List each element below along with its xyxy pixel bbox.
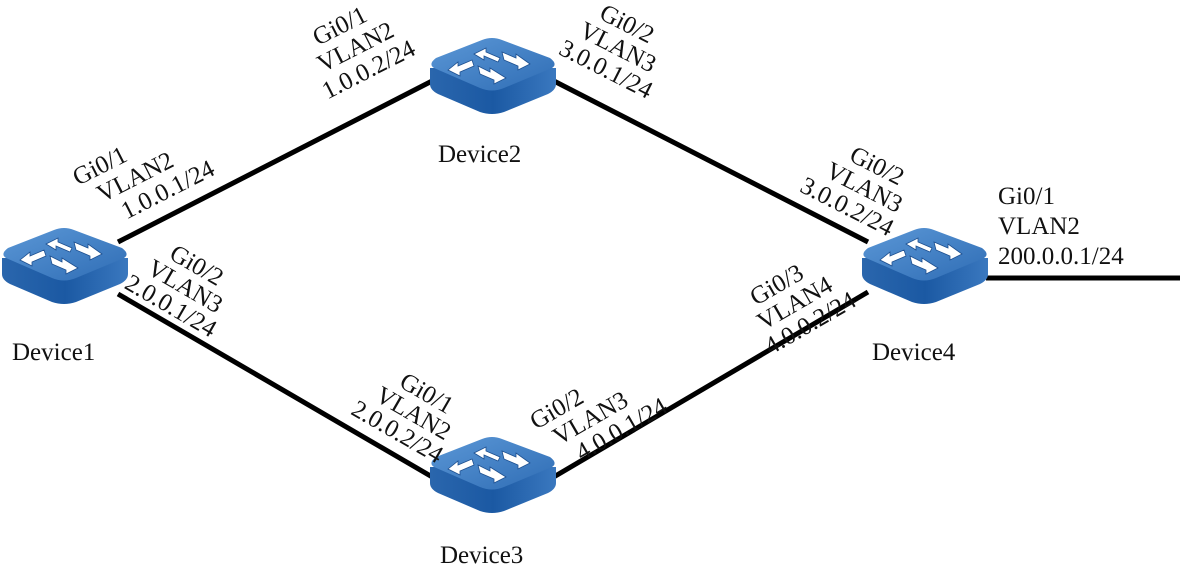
switch-icon [429, 37, 557, 115]
link-device3-device4 [550, 289, 870, 481]
vlan-label: VLAN2 [998, 213, 1080, 240]
device1[interactable] [1, 227, 129, 305]
d4-gi02-labels: Gi0/2 VLAN3 3.0.0.2/24 [796, 141, 908, 242]
d1-gi02-labels: Gi0/2 VLAN3 2.0.0.1/24 [120, 240, 228, 344]
port-label: Gi0/1 [998, 183, 1055, 210]
d1-gi01-labels: Gi0/1 VLAN2 1.0.0.1/24 [68, 141, 219, 225]
link-device2-device4 [550, 77, 870, 245]
d2-gi01-labels: Gi0/1 VLAN2 1.0.0.2/24 [308, 1, 420, 105]
switch-icon [429, 436, 557, 514]
device2-name: Device2 [438, 141, 521, 168]
device2[interactable] [429, 37, 557, 115]
ip-label: 200.0.0.1/24 [998, 243, 1124, 270]
device3-name: Device3 [440, 542, 523, 569]
switch-icon [1, 227, 129, 305]
d4-gi03-labels: Gi0/3 VLAN4 4.0.0.2/24 [746, 259, 862, 360]
link-device1-device2 [116, 77, 436, 245]
device3[interactable] [429, 436, 557, 514]
link-device1-device3 [116, 291, 436, 481]
device4-name: Device4 [872, 339, 956, 366]
device1-name: Device1 [12, 339, 95, 366]
d4-gi01-labels: Gi0/1 VLAN2 200.0.0.1/24 [998, 183, 1124, 270]
